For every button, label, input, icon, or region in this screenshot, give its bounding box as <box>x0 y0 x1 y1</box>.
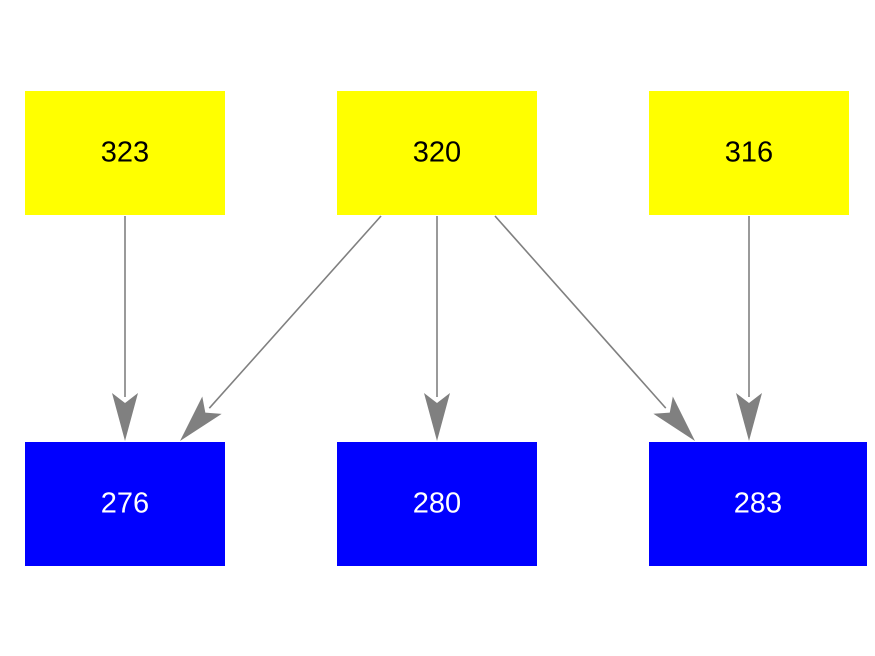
graph-node-316[interactable]: 316 <box>649 91 849 215</box>
node-label: 283 <box>734 488 782 520</box>
arrowhead-icon <box>180 396 222 441</box>
graph-edge-320-to-276 <box>180 215 382 441</box>
node-label: 276 <box>101 488 149 520</box>
graph-node-276[interactable]: 276 <box>25 442 225 566</box>
node-label: 316 <box>725 137 773 169</box>
node-label: 320 <box>413 137 461 169</box>
edge-line <box>494 215 667 409</box>
graph-node-320[interactable]: 320 <box>337 91 537 215</box>
node-box[interactable] <box>337 91 537 215</box>
edges-layer <box>112 215 762 441</box>
graph-edge-320-to-280 <box>424 216 450 441</box>
node-box[interactable] <box>649 91 849 215</box>
graph-node-283[interactable]: 283 <box>649 442 867 566</box>
arrowhead-icon <box>424 393 450 441</box>
graph-node-280[interactable]: 280 <box>337 442 537 566</box>
edge-line <box>208 215 382 409</box>
node-label: 280 <box>413 488 461 520</box>
graph-node-323[interactable]: 323 <box>25 91 225 215</box>
nodes-layer: 323 320 316 276 280 283 <box>25 91 867 566</box>
node-box[interactable] <box>25 91 225 215</box>
node-box[interactable] <box>649 442 867 566</box>
graph-edge-323-to-276 <box>112 216 138 441</box>
graph-edge-320-to-283 <box>494 215 695 441</box>
node-box[interactable] <box>337 442 537 566</box>
node-label: 323 <box>101 137 149 169</box>
arrowhead-icon <box>653 396 695 441</box>
arrowhead-icon <box>112 393 138 441</box>
node-box[interactable] <box>25 442 225 566</box>
graph-edge-316-to-283 <box>736 216 762 441</box>
arrowhead-icon <box>736 393 762 441</box>
